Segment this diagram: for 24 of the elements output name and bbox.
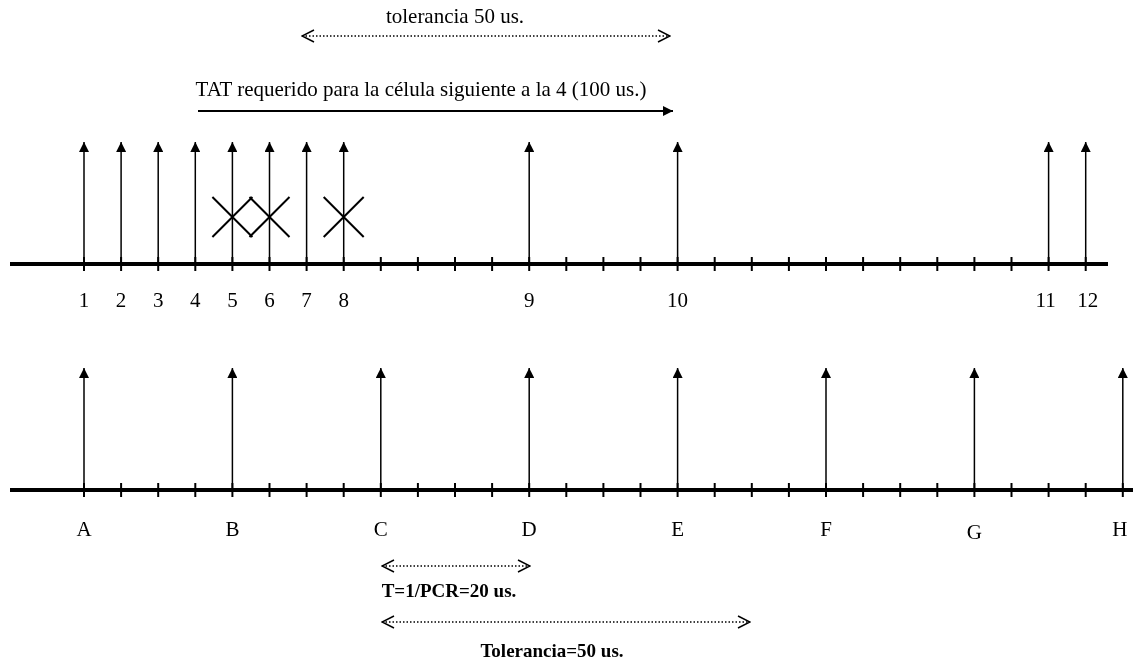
- time-slot-label: 7: [301, 290, 312, 311]
- annotation-text: tolerancia 50 us.: [385, 6, 525, 27]
- time-slot-label: C: [373, 519, 388, 540]
- time-slot-label: 9: [523, 290, 535, 311]
- annotation-text: TAT requerido para la célula siguiente a la 4 (100 us.): [195, 79, 647, 100]
- annotation-text: Tolerancia=50 us.: [480, 641, 624, 660]
- time-slot-label: B: [225, 519, 240, 540]
- time-slot-label: G: [966, 522, 982, 543]
- time-slot-label: 3: [152, 290, 164, 311]
- time-slot-label: 8: [338, 290, 349, 311]
- time-slot-label: E: [671, 519, 684, 540]
- time-slot-label: 6: [264, 290, 275, 311]
- time-slot-label: A: [76, 519, 92, 540]
- time-slot-label: 5: [227, 290, 238, 311]
- time-slot-label: 2: [115, 290, 127, 311]
- time-slot-label: 10: [667, 290, 689, 311]
- time-slot-label: 4: [190, 290, 201, 311]
- time-slot-label: H: [1112, 519, 1128, 540]
- time-slot-label: 11: [1035, 290, 1056, 311]
- time-slot-label: 12: [1077, 290, 1099, 311]
- annotation-text: T=1/PCR=20 us.: [381, 581, 517, 600]
- time-slot-label: 1: [78, 290, 90, 311]
- time-slot-label: F: [820, 519, 832, 540]
- time-slot-label: D: [521, 519, 537, 540]
